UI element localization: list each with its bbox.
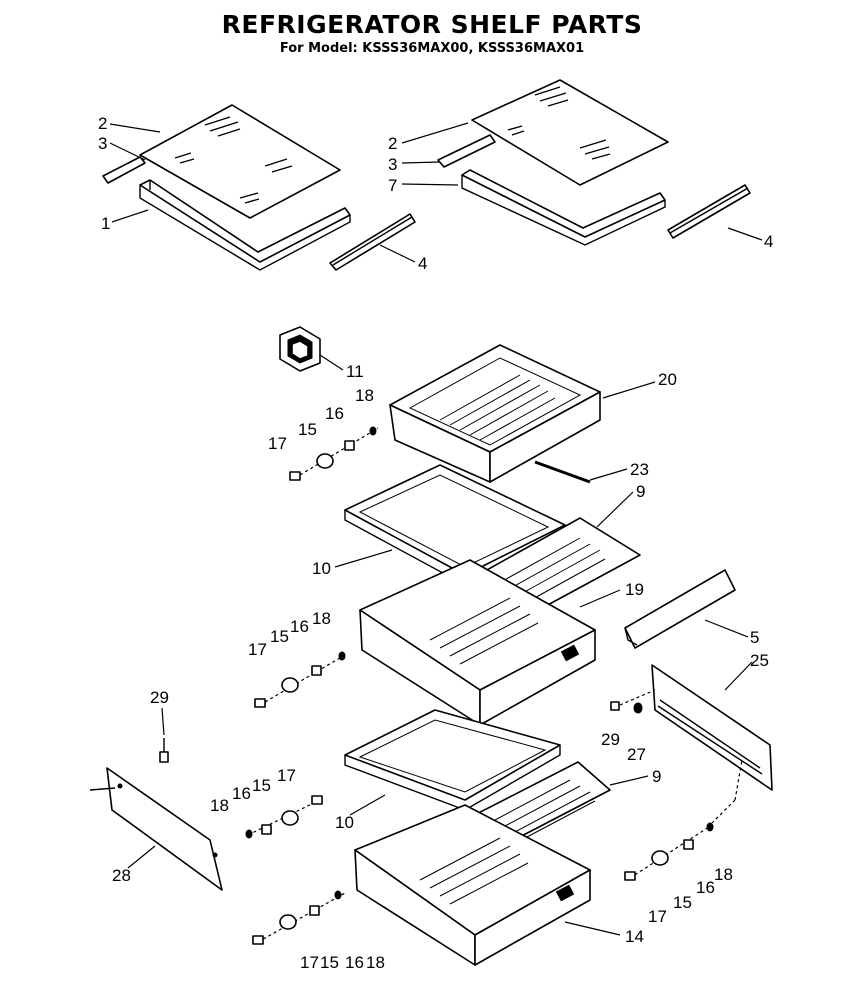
shelf-frame-right bbox=[461, 169, 666, 238]
callout-19: 19 bbox=[625, 580, 644, 599]
callout-16-a: 16 bbox=[325, 404, 344, 423]
callout-3-right: 3 bbox=[388, 155, 397, 174]
crisper-pan-19 bbox=[359, 559, 596, 726]
rod-part-23 bbox=[534, 460, 591, 484]
callout-15-b: 15 bbox=[270, 627, 289, 646]
crisper-pan-20 bbox=[389, 344, 601, 483]
callout-27: 27 bbox=[627, 745, 646, 764]
callout-16-d: 16 bbox=[232, 784, 251, 803]
callout-29-left: 29 bbox=[150, 688, 169, 707]
screws-29-27 bbox=[159, 689, 743, 824]
bracket-part-11 bbox=[279, 326, 321, 372]
callout-7: 7 bbox=[388, 176, 397, 195]
callout-23: 23 bbox=[630, 460, 649, 479]
callout-9-lower: 9 bbox=[652, 767, 661, 786]
fasteners-stack-a bbox=[289, 426, 379, 481]
glass-reflection-marks bbox=[174, 116, 293, 204]
side-panel-28 bbox=[89, 767, 223, 891]
callout-25: 25 bbox=[750, 651, 769, 670]
side-panel-25 bbox=[651, 664, 773, 791]
callout-17-a: 17 bbox=[268, 434, 287, 453]
callout-20: 20 bbox=[658, 370, 677, 389]
crisper-pan-14 bbox=[354, 804, 591, 966]
glass-shelf-left bbox=[139, 104, 341, 219]
callout-leader-lines bbox=[109, 122, 763, 936]
diagram-title: REFRIGERATOR SHELF PARTS bbox=[221, 10, 643, 39]
callout-16-b: 16 bbox=[290, 617, 309, 636]
callout-3-left: 3 bbox=[98, 134, 107, 153]
fasteners-stack-c bbox=[245, 795, 323, 839]
fasteners-stack-d bbox=[624, 822, 714, 881]
callout-4-right: 4 bbox=[764, 232, 773, 251]
fasteners-stack-b bbox=[254, 651, 346, 708]
callout-11: 11 bbox=[346, 362, 364, 381]
callout-18-d: 18 bbox=[210, 796, 229, 815]
callout-2-left: 2 bbox=[98, 114, 107, 133]
glass-shelf-right bbox=[471, 79, 669, 186]
callout-16-e: 16 bbox=[345, 953, 364, 972]
callout-14: 14 bbox=[625, 927, 644, 946]
callout-28: 28 bbox=[112, 866, 131, 885]
callout-2-right: 2 bbox=[388, 134, 397, 153]
callout-18-b: 18 bbox=[312, 609, 331, 628]
callout-5: 5 bbox=[750, 628, 759, 647]
left-shelf-assembly bbox=[102, 104, 416, 271]
callout-18-c: 18 bbox=[714, 865, 733, 884]
callout-1: 1 bbox=[101, 214, 110, 233]
diagram-subtitle: For Model: KSSS36MAX00, KSSS36MAX01 bbox=[279, 41, 585, 56]
callout-15-c: 15 bbox=[673, 893, 692, 912]
glass-reflection-marks-right bbox=[507, 86, 611, 160]
trim-strip-right-small bbox=[437, 134, 496, 168]
callout-18-a: 18 bbox=[355, 386, 374, 405]
callout-15-d: 15 bbox=[252, 776, 271, 795]
callout-17-c: 17 bbox=[648, 907, 667, 926]
callout-16-c: 16 bbox=[696, 878, 715, 897]
callout-15-e: 15 bbox=[320, 953, 339, 972]
callout-4-left: 4 bbox=[418, 254, 427, 273]
rail-part-5 bbox=[624, 569, 736, 649]
callout-17-d: 17 bbox=[277, 766, 296, 785]
callout-9-upper: 9 bbox=[636, 482, 645, 501]
trim-strip-left-small bbox=[102, 156, 146, 184]
fasteners-stack-e bbox=[252, 890, 346, 945]
callout-15-a: 15 bbox=[298, 420, 317, 439]
callout-10-upper: 10 bbox=[312, 559, 331, 578]
right-shelf-assembly bbox=[437, 79, 751, 246]
trim-strip-right-large bbox=[667, 184, 751, 239]
callout-29-right: 29 bbox=[601, 730, 620, 749]
callout-10-lower: 10 bbox=[335, 813, 354, 832]
callout-numbers: 2 3 1 4 2 3 7 4 11 20 18 16 15 17 23 9 1… bbox=[98, 114, 773, 972]
callout-18-e: 18 bbox=[366, 953, 385, 972]
callout-17-e: 17 bbox=[300, 953, 319, 972]
callout-17-b: 17 bbox=[248, 640, 267, 659]
